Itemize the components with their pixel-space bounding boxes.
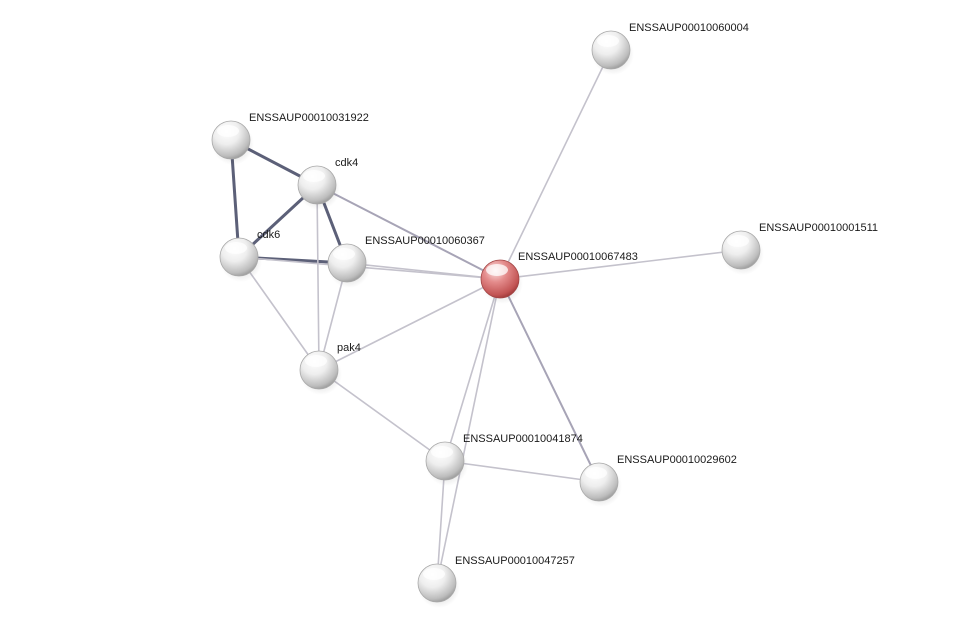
edge-n67483-n41874[interactable] xyxy=(444,278,501,462)
node-label-n67483[interactable]: ENSSAUP00010067483 xyxy=(518,251,638,263)
edge-pak4-n67483[interactable] xyxy=(318,278,501,371)
node-highlight xyxy=(305,355,327,367)
node-highlight xyxy=(597,35,619,47)
edge-n1511-n67483[interactable] xyxy=(499,249,742,280)
node-n29602[interactable]: ENSSAUP00010029602 xyxy=(579,454,737,507)
node-highlight xyxy=(303,170,325,182)
node-n67483[interactable]: ENSSAUP00010067483 xyxy=(480,251,638,304)
edge-n67483-n29602[interactable] xyxy=(499,278,600,483)
node-label-n47257[interactable]: ENSSAUP00010047257 xyxy=(455,555,575,567)
node-highlight xyxy=(727,235,749,247)
edge-n41874-n29602[interactable] xyxy=(444,460,600,483)
node-highlight xyxy=(431,446,453,458)
edge-cdk4-pak4[interactable] xyxy=(316,184,320,371)
node-highlight xyxy=(486,264,508,276)
node-label-n1511[interactable]: ENSSAUP00010001511 xyxy=(759,222,878,234)
node-n47257[interactable]: ENSSAUP00010047257 xyxy=(417,555,575,608)
edge-cdk4-n67483[interactable] xyxy=(316,184,501,280)
node-highlight xyxy=(333,248,355,260)
node-cdk4[interactable]: cdk4 xyxy=(297,157,358,210)
node-highlight xyxy=(225,242,247,254)
node-label-n60367[interactable]: ENSSAUP00010060367 xyxy=(365,235,485,247)
node-n1511[interactable]: ENSSAUP00010001511 xyxy=(721,222,878,275)
node-highlight xyxy=(423,568,445,580)
node-highlight xyxy=(217,125,239,137)
edge-pak4-n41874[interactable] xyxy=(318,369,446,462)
edge-n60004-n67483[interactable] xyxy=(499,49,612,280)
node-n60367[interactable]: ENSSAUP00010060367 xyxy=(327,235,485,288)
node-label-n41874[interactable]: ENSSAUP00010041874 xyxy=(463,433,583,445)
node-n31922[interactable]: ENSSAUP00010031922 xyxy=(211,112,369,165)
node-n60004[interactable]: ENSSAUP00010060004 xyxy=(591,22,749,75)
node-label-n29602[interactable]: ENSSAUP00010029602 xyxy=(617,454,737,466)
edge-n60367-n67483[interactable] xyxy=(346,262,501,280)
node-label-n60004[interactable]: ENSSAUP00010060004 xyxy=(629,22,749,34)
edges-layer xyxy=(229,49,742,584)
node-label-cdk4[interactable]: cdk4 xyxy=(335,157,358,169)
node-n41874[interactable]: ENSSAUP00010041874 xyxy=(425,433,583,486)
edge-n67483-n47257[interactable] xyxy=(436,278,501,584)
node-cdk6[interactable]: cdk6 xyxy=(219,229,280,282)
node-label-n31922[interactable]: ENSSAUP00010031922 xyxy=(249,112,369,124)
node-label-pak4[interactable]: pak4 xyxy=(337,342,361,354)
node-highlight xyxy=(585,467,607,479)
node-pak4[interactable]: pak4 xyxy=(299,342,361,395)
node-label-cdk6[interactable]: cdk6 xyxy=(257,229,280,241)
